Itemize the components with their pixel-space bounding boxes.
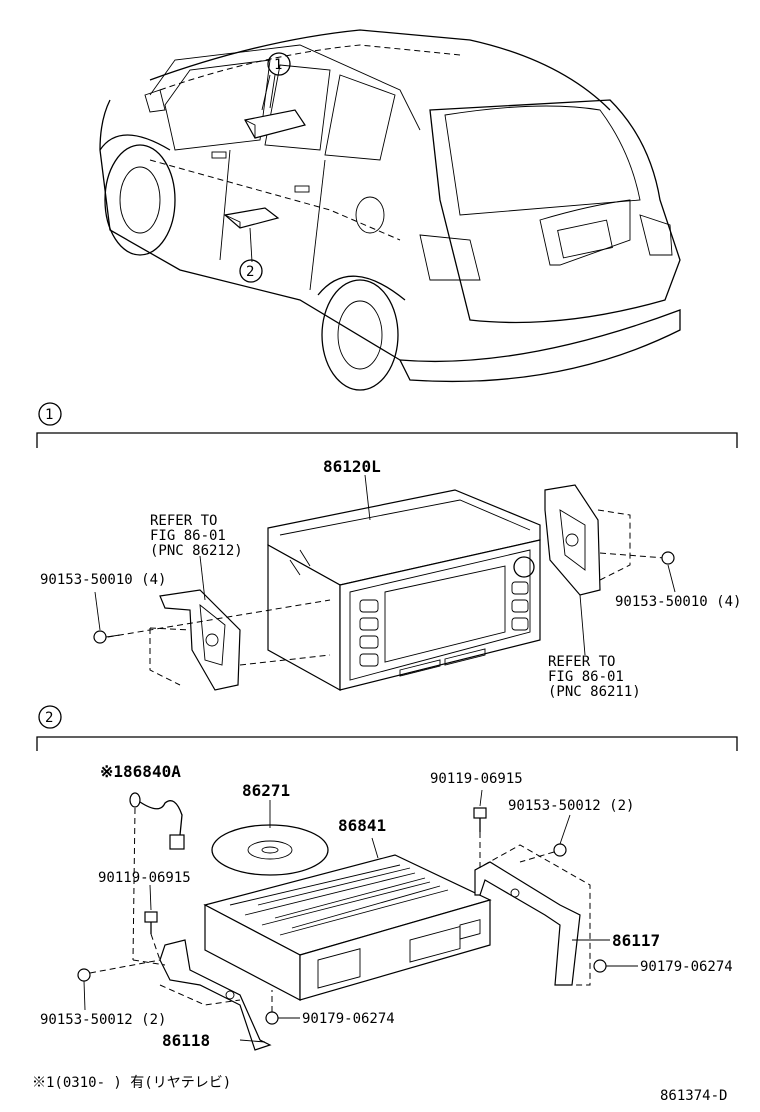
leader-screw-left-2 (83, 980, 86, 1011)
callout-1: 1 (267, 52, 291, 76)
disc-86271 (211, 800, 329, 876)
label-antenna: ※186840A (100, 762, 181, 781)
nut-right-icon (593, 959, 607, 973)
svg-text:2: 2 (45, 710, 53, 726)
label-86120L: 86120L (323, 457, 381, 476)
leader-screw-right (667, 564, 676, 593)
screw-top-icon (519, 843, 567, 863)
refer-left-line-1: REFER TO (150, 513, 217, 529)
diagram-id: 861374-D (660, 1088, 727, 1104)
bracket-86117 (474, 844, 591, 986)
leader-bolt-top (479, 789, 483, 807)
label-screw-left-2: 90153-50012 (2) (40, 1012, 166, 1028)
label-unit: 86841 (338, 816, 386, 835)
nut-bottom-icon (265, 990, 279, 1025)
leader-bolt-left (149, 884, 152, 911)
leader-refer-right (579, 594, 586, 656)
screw-right-icon (661, 551, 675, 565)
refer-right-line-2: FIG 86-01 (548, 669, 624, 685)
section-2-bracket-line (36, 736, 738, 751)
leader-screw-top (559, 814, 571, 845)
right-bracket (544, 484, 631, 596)
svg-text:1: 1 (45, 407, 53, 423)
head-unit-86120L (267, 489, 541, 692)
guide-line (239, 654, 331, 666)
bracket-86118 (132, 939, 272, 1051)
section-2-marker: 2 (38, 705, 62, 729)
label-bolt-left: 90119-06915 (98, 870, 191, 886)
leader-refer-left (199, 555, 206, 601)
leader-86118 (239, 1039, 266, 1043)
callout-2: 2 (239, 259, 263, 283)
antenna-cable (129, 792, 185, 961)
leader-screw-left (94, 591, 101, 631)
footnote: ※1(0310- ) 有(リヤテレビ) (32, 1075, 231, 1091)
refer-left-line-3: (PNC 86212) (150, 543, 243, 559)
refer-right-line-3: (PNC 86211) (548, 684, 641, 700)
label-screw-top: 90153-50012 (2) (508, 798, 634, 814)
svg-text:2: 2 (246, 264, 254, 280)
bolt-top-icon (473, 807, 487, 870)
refer-right-line-1: REFER TO (548, 654, 615, 670)
label-nut-bottom: 90179-06274 (302, 1011, 395, 1027)
refer-left-line-2: FIG 86-01 (150, 528, 226, 544)
label-bracket-86118: 86118 (162, 1031, 210, 1050)
vehicle-illustration (99, 29, 681, 391)
section-1-marker: 1 (38, 402, 62, 426)
label-bolt-top: 90119-06915 (430, 771, 523, 787)
section-1-bracket-line (36, 432, 738, 448)
bolt-left-icon (144, 911, 161, 961)
label-nut-right: 90179-06274 (640, 959, 733, 975)
nav-unit-86841 (203, 837, 492, 1001)
leader-86120L (364, 474, 371, 521)
screw-path-left (107, 599, 331, 638)
svg-text:1: 1 (274, 57, 282, 73)
screw-left-icon (93, 630, 121, 644)
label-disc: 86271 (242, 781, 290, 800)
screw-left-2-icon (77, 959, 161, 982)
label-screw-right: 90153-50010 (4) (615, 594, 741, 610)
label-screw-left: 90153-50010 (4) (40, 572, 166, 588)
screw-path-right (599, 552, 666, 559)
left-bracket (149, 589, 241, 691)
label-bracket-86117: 86117 (612, 931, 660, 950)
